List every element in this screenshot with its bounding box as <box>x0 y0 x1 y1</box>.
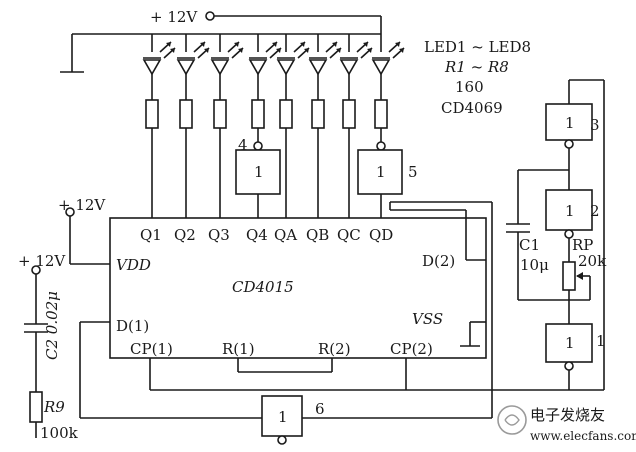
gate-2-label: 1 <box>565 202 575 220</box>
gate-3-number: 3 <box>590 116 600 134</box>
resistor-r7 <box>342 99 356 129</box>
pin-vss: VSS <box>412 310 443 328</box>
ic-name: CD4015 <box>232 278 294 296</box>
oscillator-section: 1 3 C1 10μ 1 2 RP 20k 1 1 <box>506 79 607 390</box>
c2-r9-network: + 12V C2 0.02μ R9 100k <box>18 252 262 442</box>
watermark-logo <box>497 405 527 435</box>
led-1 <box>142 34 176 100</box>
resistor-r1 <box>145 99 159 129</box>
pin-q4: Q4 <box>246 226 268 244</box>
gate-6-number: 6 <box>315 400 325 418</box>
gate-1-number: 1 <box>596 332 606 350</box>
resistor-r5 <box>279 99 293 129</box>
inverter-2 <box>545 189 593 231</box>
c1-label: C1 <box>519 236 540 254</box>
legend-inverter-ic: CD4069 <box>441 99 503 117</box>
pin-qb: QB <box>306 226 329 244</box>
resistor-r8 <box>374 99 388 129</box>
resistor-r2 <box>179 99 193 129</box>
pin-cp2: CP(2) <box>390 340 433 358</box>
inverter-6: 1 6 <box>261 395 325 445</box>
pin-q2: Q2 <box>174 226 196 244</box>
led-8 <box>371 34 405 100</box>
component-legend: LED1 ~ LED8 R1 ~ R8 160 CD4069 <box>424 38 531 117</box>
inverter-5: 1 5 <box>357 141 418 218</box>
c2-label: C2 0.02μ <box>43 291 61 360</box>
inverter-4: 1 4 <box>235 136 281 218</box>
r9-label: R9 <box>43 398 65 416</box>
watermark-url: www.elecfans.com <box>530 429 636 443</box>
pin-r1: R(1) <box>222 340 255 358</box>
watermark: 电子发烧友 www.elecfans.com <box>497 405 636 443</box>
pin-d2: D(2) <box>422 252 455 270</box>
supply-label-top: + 12V <box>150 8 198 26</box>
gate-4-label: 1 <box>254 163 264 181</box>
pin-qd: QD <box>369 226 393 244</box>
pin-q3: Q3 <box>208 226 230 244</box>
vdd-supply: + 12V <box>58 196 110 265</box>
gate-5-number: 5 <box>408 163 418 181</box>
gate-1-label: 1 <box>565 334 575 352</box>
inverter-3 <box>545 103 593 141</box>
rp-value: 20k <box>578 252 607 270</box>
gate-4-number: 4 <box>238 136 248 154</box>
rp-label: RP <box>572 236 593 254</box>
pin-d1: D(1) <box>116 317 149 335</box>
pin-qa: QA <box>274 226 297 244</box>
vss-ground <box>460 321 486 347</box>
gate-3-label: 1 <box>565 114 575 132</box>
c1-value: 10μ <box>520 256 549 274</box>
resistor-r4 <box>251 99 265 129</box>
pin-qc: QC <box>337 226 361 244</box>
pin-r2: R(2) <box>318 340 351 358</box>
legend-led: LED1 ~ LED8 <box>424 38 531 56</box>
legend-resistors: R1 ~ R8 <box>444 58 509 76</box>
r9-value: 100k <box>40 424 79 442</box>
led-4 <box>248 34 282 100</box>
supply-terminal-top <box>205 11 215 21</box>
pin-vdd: VDD <box>116 256 151 274</box>
led-7 <box>339 34 373 100</box>
led-6 <box>308 34 342 100</box>
top-supply-rail: + 12V <box>60 8 382 73</box>
pin-cp1: CP(1) <box>130 340 173 358</box>
resistor-r3 <box>213 99 227 129</box>
ic-cd4015: Q1 Q2 Q3 Q4 QA QB QC QD VDD D(2) CD4015 … <box>109 217 487 359</box>
led-2 <box>176 34 210 100</box>
resistor-array <box>145 99 388 218</box>
gate-5-label: 1 <box>376 163 386 181</box>
resistor-r6 <box>311 99 325 129</box>
reset-bus <box>149 358 604 391</box>
gate-6-label: 1 <box>278 408 288 426</box>
gate-2-number: 2 <box>590 202 600 220</box>
pin-q1: Q1 <box>140 226 162 244</box>
legend-resistance: 160 <box>455 78 484 96</box>
led-array <box>142 34 405 100</box>
led-3 <box>210 34 244 100</box>
potentiometer-rp <box>562 261 576 291</box>
supply-label-rc: + 12V <box>18 252 66 270</box>
d2-feedback <box>302 201 493 419</box>
resistor-r9 <box>29 391 43 423</box>
watermark-brand: 电子发烧友 <box>530 406 605 424</box>
led-5 <box>276 34 310 100</box>
